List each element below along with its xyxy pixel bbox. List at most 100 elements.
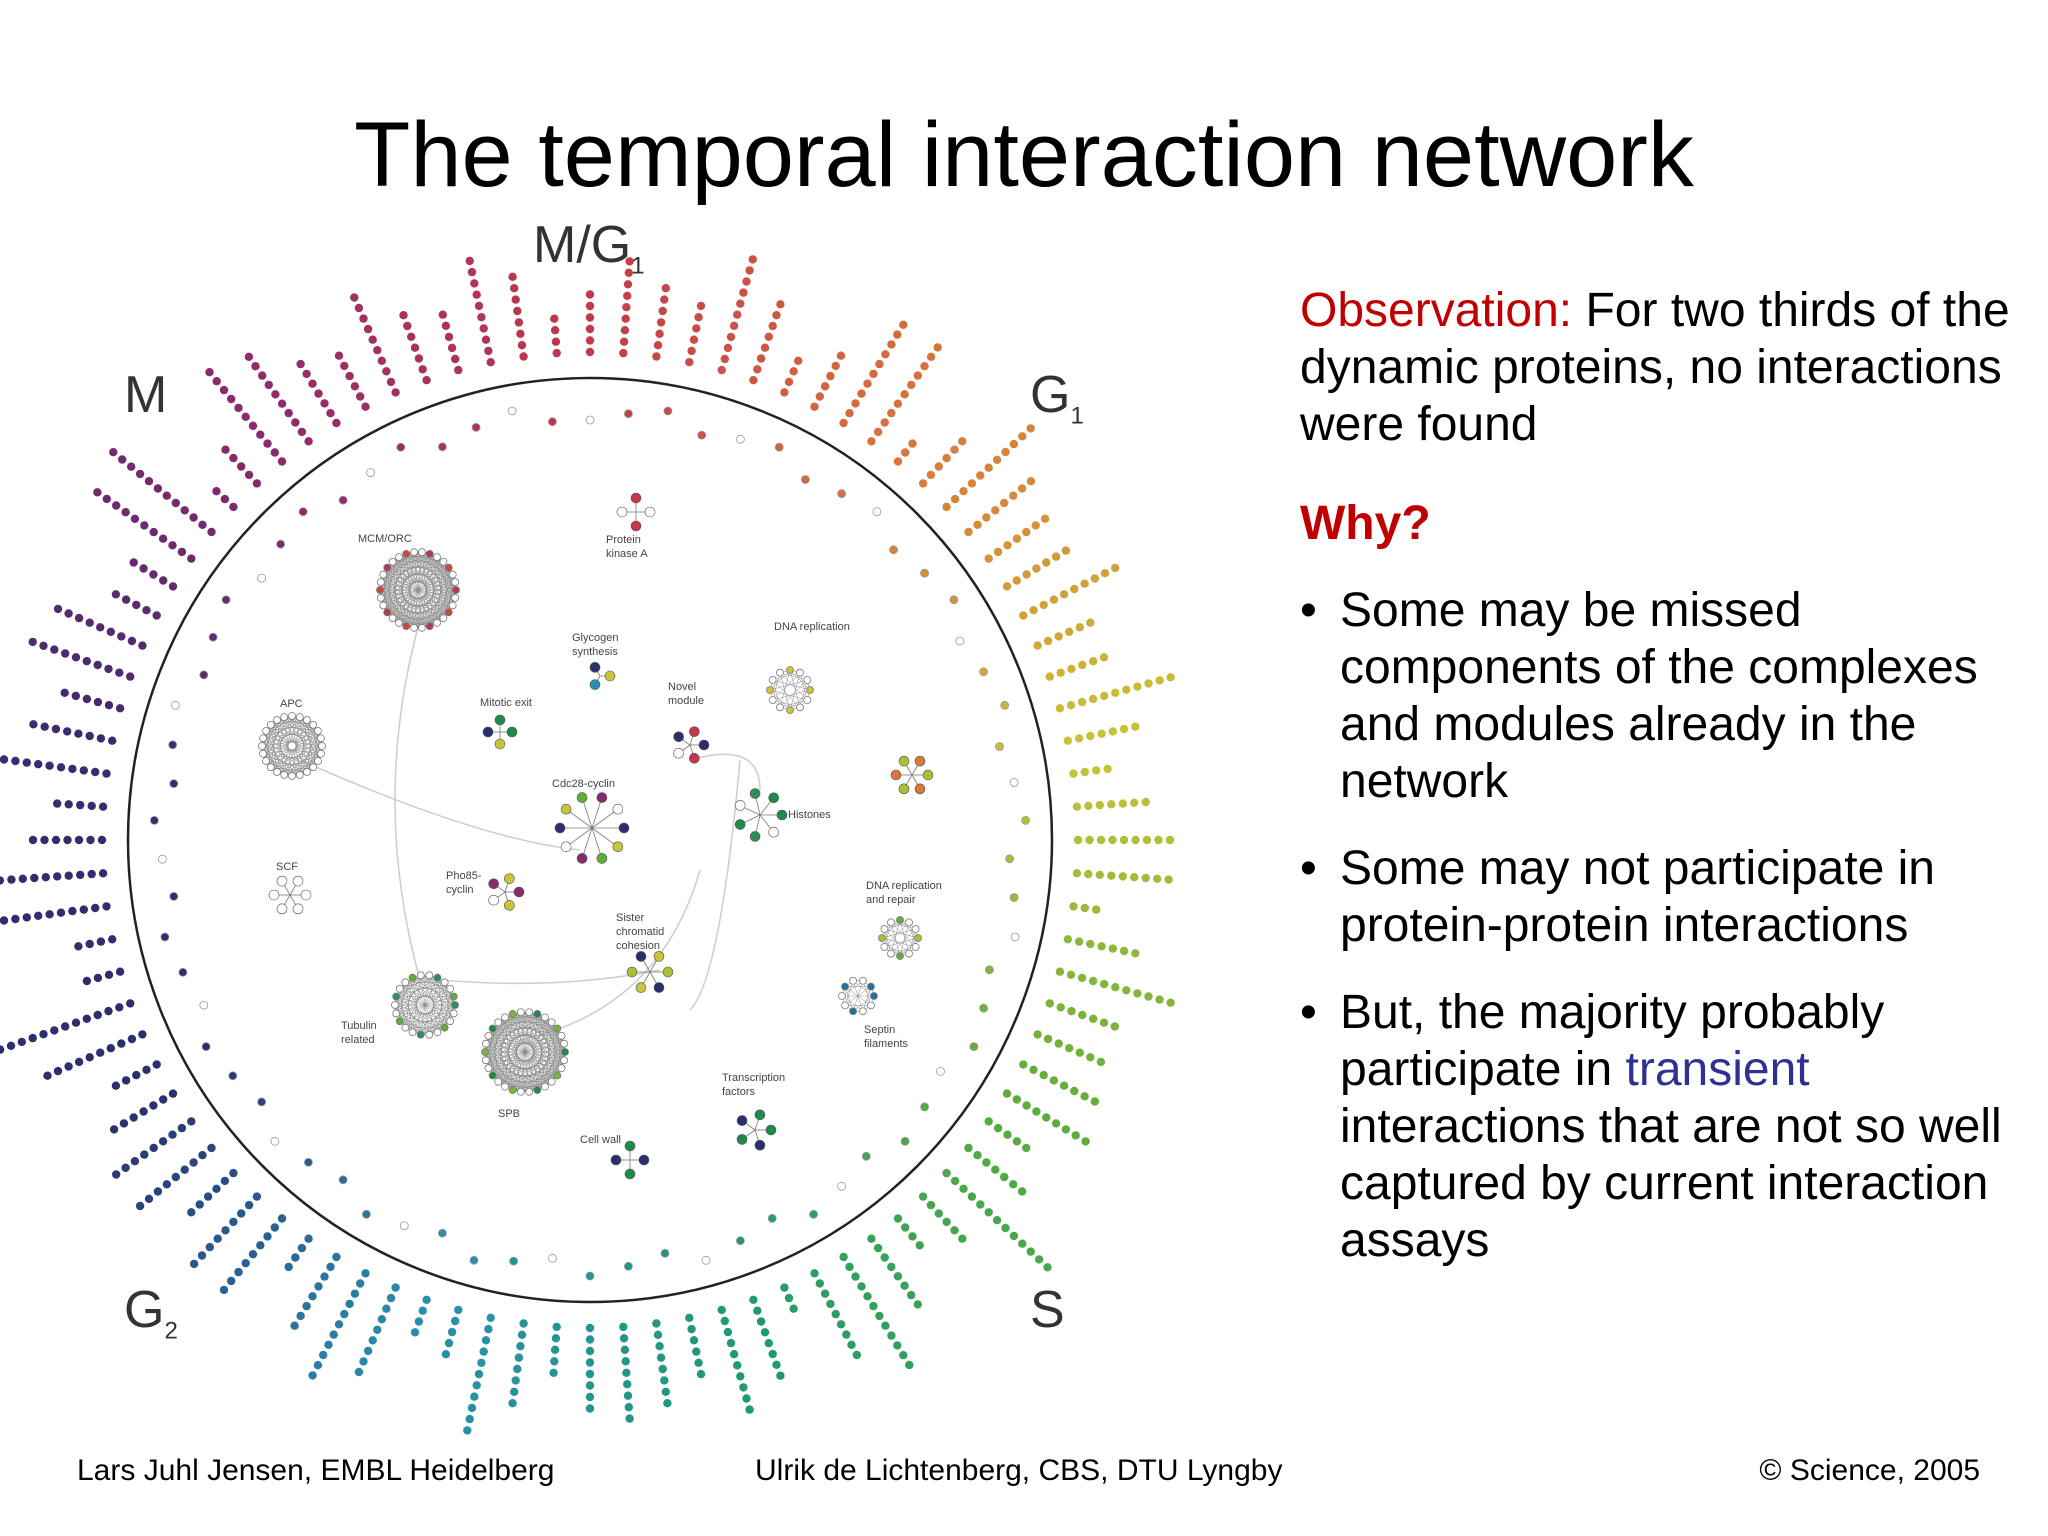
module-protein bbox=[268, 889, 280, 901]
phase-protein-dot bbox=[1012, 534, 1022, 543]
phase-protein-dot bbox=[177, 547, 187, 557]
phase-protein-dot bbox=[1108, 727, 1118, 736]
phase-protein-dot bbox=[984, 463, 993, 472]
interaction-edge bbox=[429, 553, 449, 613]
label-pho85-cyclin: Pho85- bbox=[446, 870, 482, 882]
label-mcm-orc: MCM/ORC bbox=[358, 533, 412, 545]
phase-protein-dot bbox=[624, 1403, 633, 1412]
phase-protein-dot bbox=[168, 582, 178, 591]
interaction-edge bbox=[299, 745, 323, 776]
complex-protein bbox=[560, 1039, 569, 1048]
module-protein bbox=[589, 679, 601, 690]
phase-protein-dot bbox=[661, 284, 670, 293]
interaction-edge bbox=[299, 716, 323, 747]
phase-protein-dot bbox=[942, 1217, 951, 1227]
complex-protein bbox=[896, 916, 904, 924]
phase-protein-dot bbox=[410, 1328, 420, 1337]
phase-protein-dot bbox=[1012, 1137, 1022, 1146]
phase-protein-dot bbox=[780, 388, 789, 397]
label-sister-chromatid: Sister bbox=[616, 912, 644, 924]
phase-protein-dot bbox=[263, 1232, 272, 1241]
module-protein bbox=[754, 1139, 766, 1151]
phase-protein-dot bbox=[263, 439, 272, 448]
phase-protein-dot bbox=[826, 371, 835, 381]
phase-protein-dot bbox=[244, 1200, 254, 1210]
complex-protein bbox=[451, 1001, 459, 1009]
phase-protein-dot bbox=[1080, 1092, 1089, 1101]
phase-protein-dot bbox=[519, 1319, 528, 1328]
phase-protein-dot bbox=[227, 394, 236, 404]
complex-protein bbox=[867, 1001, 875, 1010]
interaction-edge bbox=[485, 1043, 565, 1061]
complex-protein bbox=[303, 716, 311, 724]
interaction-edge bbox=[844, 980, 854, 1006]
label-protein-kinase-a: Protein bbox=[606, 534, 641, 546]
inner-protein-dot bbox=[985, 965, 994, 975]
phase-protein-dot bbox=[1075, 623, 1085, 632]
module-protein bbox=[596, 792, 608, 803]
phase-protein-dot bbox=[964, 527, 973, 537]
label-sister-chromatid-2: chromatid bbox=[616, 926, 664, 938]
interaction-edge bbox=[799, 672, 808, 701]
cell-wall-module bbox=[610, 1140, 650, 1180]
complex-protein bbox=[525, 1087, 534, 1096]
complex-protein bbox=[391, 1001, 399, 1009]
phase-protein-dot bbox=[132, 600, 141, 610]
phase-protein-dot bbox=[418, 365, 427, 374]
complex-protein bbox=[841, 1001, 849, 1010]
phase-protein-dot bbox=[1031, 521, 1040, 530]
phase-protein-dot bbox=[76, 800, 85, 810]
interaction-edge bbox=[492, 1028, 565, 1044]
phase-protein-dot bbox=[1088, 694, 1098, 704]
interaction-edge bbox=[484, 1013, 538, 1053]
phase-protein-dot bbox=[950, 1176, 960, 1186]
phase-protein-dot bbox=[1003, 541, 1012, 550]
interaction-edge bbox=[884, 922, 892, 948]
phase-protein-dot bbox=[1054, 1039, 1063, 1048]
phase-protein-dot bbox=[304, 437, 313, 446]
phase-protein-dot bbox=[76, 870, 85, 880]
phase-protein-dot bbox=[74, 613, 84, 623]
phase-protein-dot bbox=[1141, 797, 1150, 807]
phase-protein-dot bbox=[696, 301, 706, 311]
phase-protein-dot bbox=[815, 1279, 824, 1288]
phase-protein-dot bbox=[991, 506, 1000, 515]
interaction-edge bbox=[844, 986, 854, 1012]
interaction-edge bbox=[405, 982, 454, 997]
module-protein bbox=[624, 1140, 636, 1152]
phase-protein-dot bbox=[106, 627, 116, 636]
label-mitotic-exit: Mitotic exit bbox=[480, 697, 532, 709]
phase-protein-dot bbox=[908, 1232, 917, 1241]
complex-protein bbox=[433, 973, 442, 982]
interaction-edge bbox=[908, 928, 916, 954]
phase-protein-dot bbox=[926, 470, 936, 480]
interaction-edge bbox=[449, 996, 455, 1022]
phase-protein-dot bbox=[212, 487, 221, 496]
phase-protein-dot bbox=[153, 484, 163, 493]
phase-protein-dot bbox=[1017, 484, 1027, 493]
phase-protein-dot bbox=[1090, 1097, 1100, 1106]
phase-protein-dot bbox=[623, 1391, 633, 1400]
phase-protein-dot bbox=[887, 408, 896, 418]
interaction-edge bbox=[429, 567, 449, 627]
phase-protein-dot bbox=[1065, 627, 1074, 636]
phase-protein-dot bbox=[329, 1330, 338, 1339]
footer-center: Ulrik de Lichtenberg, CBS, DTU Lyngby bbox=[755, 1454, 1283, 1487]
phase-protein-dot bbox=[1089, 1014, 1098, 1023]
phase-protein-dot bbox=[53, 604, 63, 614]
phase-protein-dot bbox=[219, 1285, 229, 1295]
phase-protein-dot bbox=[585, 1335, 595, 1344]
interaction-edge bbox=[504, 1043, 565, 1087]
inner-protein-dot bbox=[338, 495, 348, 505]
complex-protein bbox=[488, 1024, 497, 1033]
interaction-edge bbox=[392, 557, 400, 619]
complex-protein bbox=[448, 601, 457, 610]
phase-protein-dot bbox=[472, 290, 481, 299]
module-protein bbox=[653, 982, 665, 993]
phase-protein-dot bbox=[234, 1267, 243, 1277]
phase-protein-dot bbox=[934, 462, 943, 471]
phase-protein-dot bbox=[102, 769, 111, 778]
interaction-edge bbox=[392, 561, 453, 575]
phase-protein-dot bbox=[1100, 691, 1109, 701]
phase-protein-dot bbox=[470, 279, 479, 288]
